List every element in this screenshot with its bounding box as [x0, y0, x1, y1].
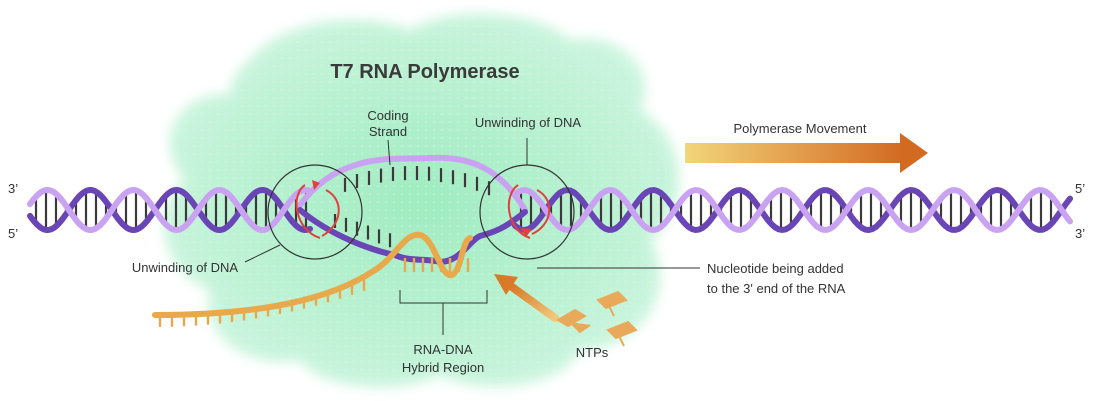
coding-strand: [512, 186, 1073, 234]
end-label-right-bottom: 3’: [1075, 226, 1085, 241]
end-label-right-top: 5’: [1075, 181, 1085, 196]
label-hybrid-line1: RNA-DNA: [413, 342, 473, 357]
hybrid-region-bracket: [399, 290, 488, 335]
end-label-left-top: 3’: [8, 181, 18, 196]
rna-strand: [152, 231, 473, 318]
label-coding-strand-line2: Strand: [369, 124, 407, 139]
end-label-left-bottom: 5’: [8, 226, 18, 241]
unwinding-circle-left: [267, 164, 363, 260]
ntp-entry-arrow: [494, 274, 559, 322]
coding-strand: [27, 186, 313, 234]
diagram-title: T7 RNA Polymerase: [330, 61, 519, 83]
template-strand: [27, 186, 313, 234]
label-hybrid-line2: Hybrid Region: [402, 360, 484, 375]
label-ntps: NTPs: [576, 345, 609, 360]
polymerase-cloud: [164, 13, 679, 388]
label-nucleotide-line2: to the 3' end of the RNA: [707, 281, 846, 296]
leader-coding-strand: [387, 139, 391, 166]
label-coding-strand-line1: Coding: [367, 108, 408, 123]
label-nucleotide-line1: Nucleotide being added: [707, 261, 844, 276]
polymerase-movement-arrow: [685, 133, 928, 173]
label-unwinding-right: Unwinding of DNA: [475, 115, 582, 130]
coding-strand-bases: [343, 166, 491, 196]
label-polymerase-movement: Polymerase Movement: [734, 121, 867, 136]
dna-helix-upstream: [27, 186, 313, 234]
label-unwinding-left: Unwinding of DNA: [132, 260, 239, 275]
leader-unwinding-left: [244, 244, 281, 263]
rna-transcript: [152, 231, 473, 327]
ntp-molecules: [556, 290, 638, 347]
dna-helix-downstream: [512, 186, 1073, 234]
